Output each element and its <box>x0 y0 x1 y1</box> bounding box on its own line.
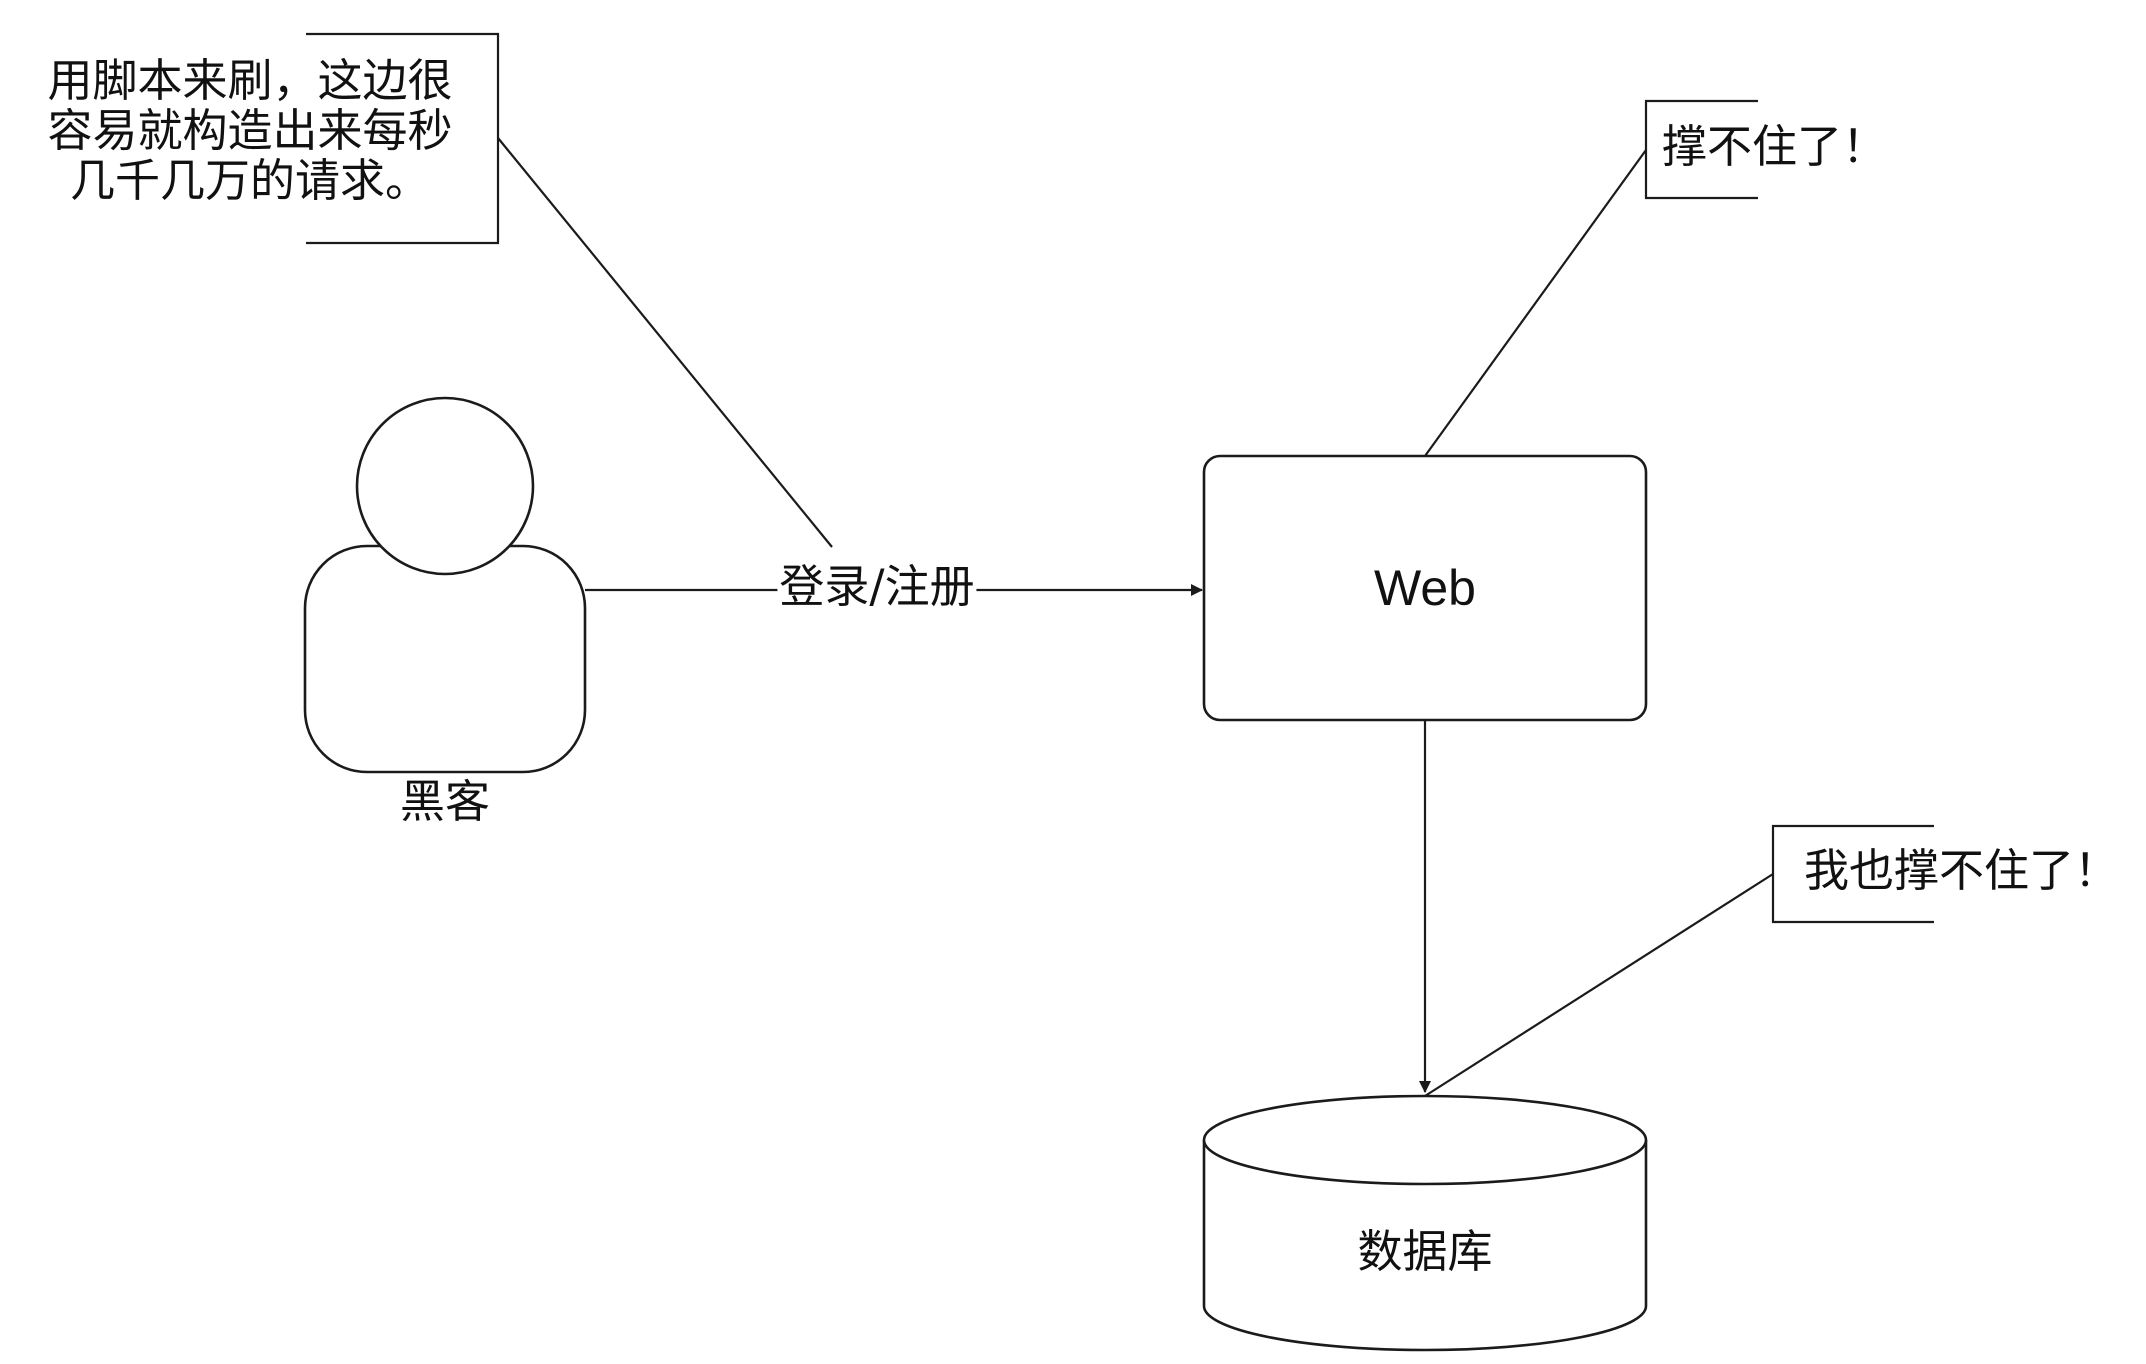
web-overload-note: 撑不住了！ <box>1662 120 1888 173</box>
script-attack-note: 用脚本来刷，这边很 容易就构造出来每秒 几千几万的请求。 <box>20 56 480 206</box>
script-attack-note-line: 几千几万的请求。 <box>69 154 430 207</box>
script-attack-note-line: 容易就构造出来每秒 <box>47 104 453 157</box>
hacker-actor-icon <box>303 396 587 774</box>
db-overload-note: 我也撑不住了！ <box>1804 844 2120 897</box>
web-overload-note-connector <box>1424 149 1647 457</box>
actor-label: 黑客 <box>399 775 491 828</box>
database-cylinder <box>1202 1094 1648 1352</box>
actor-body <box>303 544 587 774</box>
database-cylinder-body <box>1202 1140 1648 1352</box>
web-overload-note-bracket <box>1644 99 1758 200</box>
database-node-label: 数据库 <box>1357 1225 1493 1278</box>
script-attack-note-line: 用脚本来刷，这边很 <box>47 54 453 107</box>
db-overload-note-connector <box>1424 873 1774 1097</box>
script-attack-note-connector <box>497 137 833 548</box>
web-node-label: Web <box>1374 560 1476 616</box>
database-cylinder-top <box>1202 1094 1648 1186</box>
actor-head <box>355 396 535 576</box>
actor-to-web-edge-label: 登录/注册 <box>777 560 977 613</box>
